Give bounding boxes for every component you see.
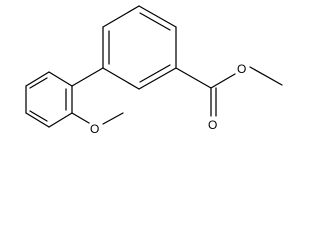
molecule-diagram: O O O [25, 5, 283, 136]
lower-ring-double-bond-b [29, 110, 48, 122]
methoxy-o-bond [71, 112, 90, 124]
upper-ring-bond-6 [102, 5, 140, 28]
ester-group: O O [175, 62, 283, 132]
upper-ring-double-bond-b [139, 64, 171, 83]
upper-ring-double-bond-a [139, 12, 171, 31]
lower-ring-double-bond-c [29, 77, 48, 89]
lower-benzene-ring [25, 71, 73, 128]
upper-ring-bond-1 [138, 5, 177, 28]
ester-methyl-bond [249, 66, 283, 86]
ring-to-carbonyl-bond [175, 67, 212, 89]
upper-benzene-ring [102, 5, 177, 90]
lower-ring-bond-3 [25, 112, 50, 128]
methoxy-group: O [71, 112, 124, 136]
upper-ring-bond-4 [102, 67, 140, 90]
structure-drawing: O O O [25, 5, 283, 136]
biaryl-bond [71, 67, 104, 87]
carbonyl-oxygen-label: O [208, 118, 217, 132]
ester-oxygen-label: O [237, 62, 246, 76]
upper-ring-bond-3 [138, 67, 177, 90]
methoxy-oxygen-label: O [90, 122, 99, 136]
lower-ring-bond-2 [48, 112, 73, 128]
lower-ring-bond-5 [25, 71, 50, 87]
methoxy-methyl-bond [102, 112, 124, 125]
carbonyl-to-ester-oxygen-bond [210, 73, 236, 89]
lower-ring-bond-6 [48, 71, 73, 87]
